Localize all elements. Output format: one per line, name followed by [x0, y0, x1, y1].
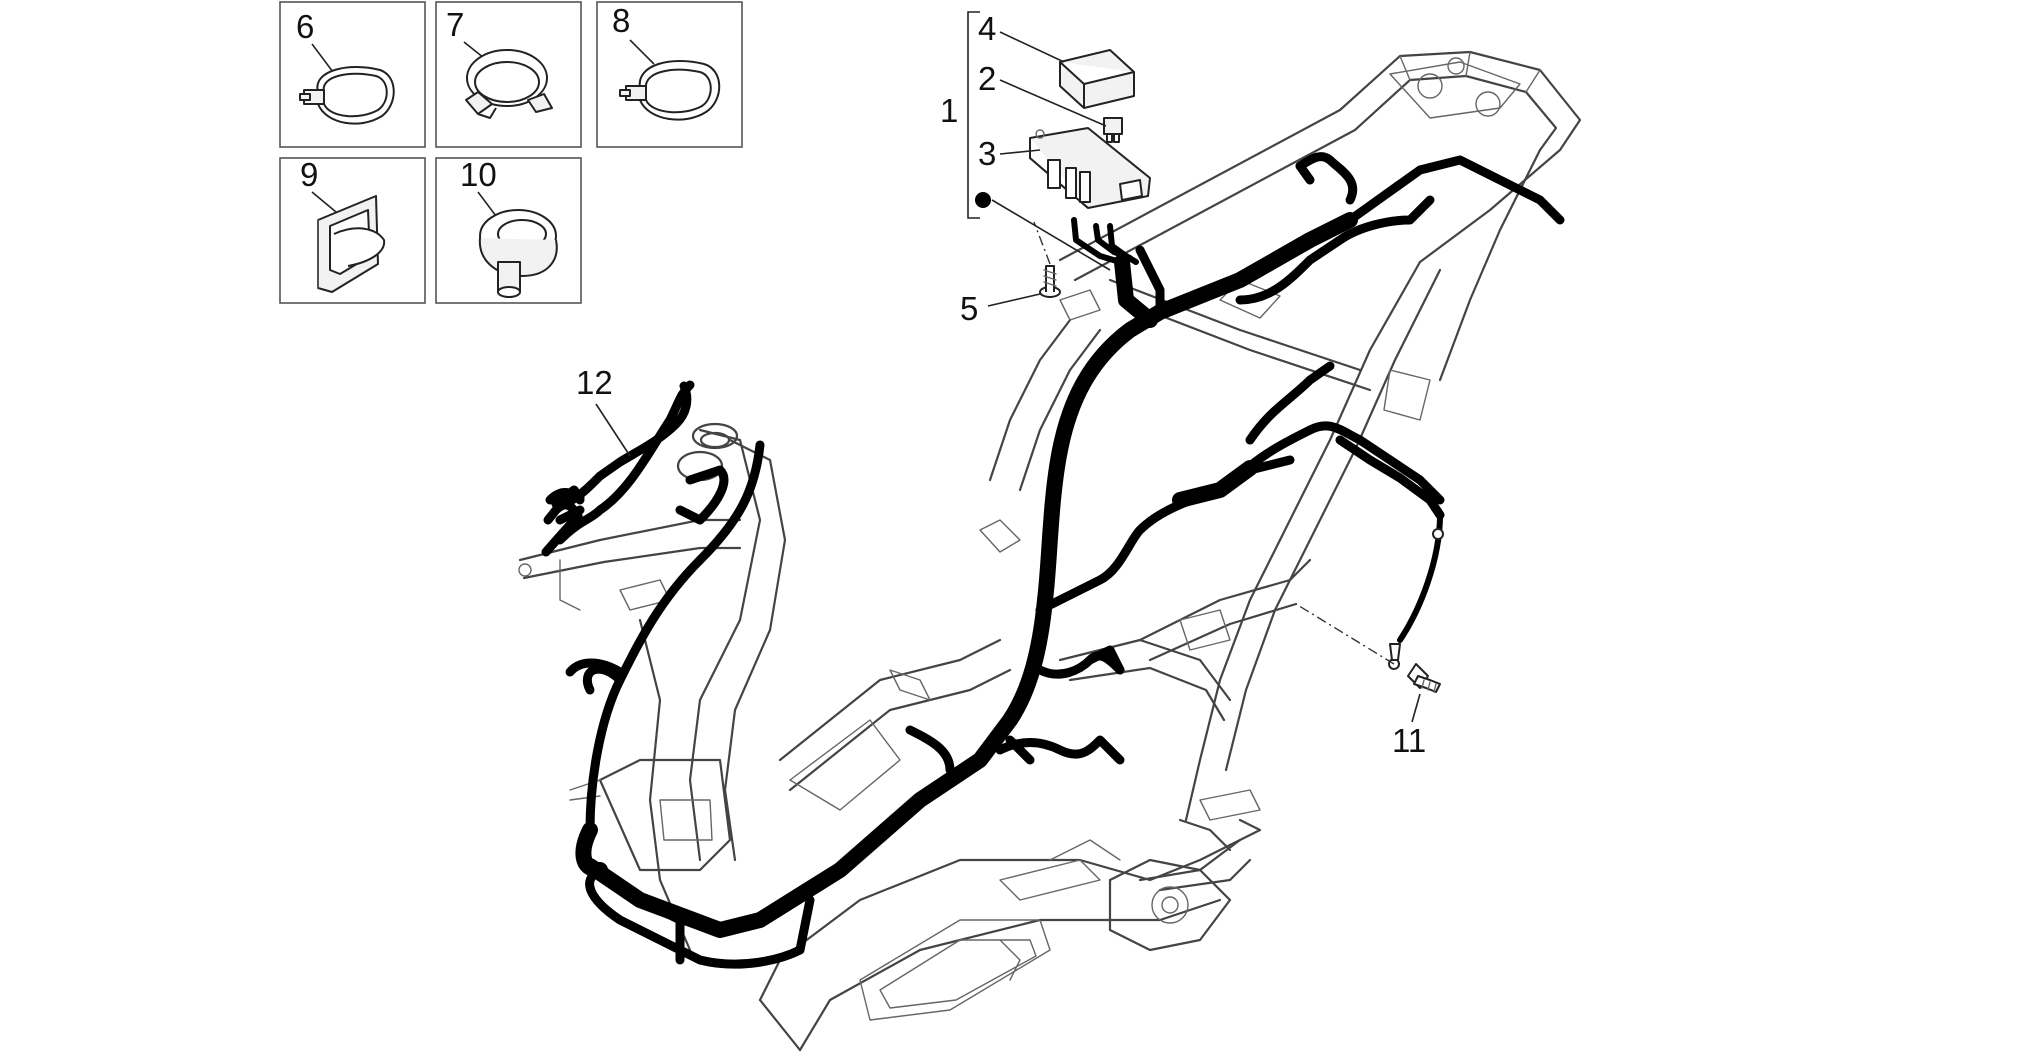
- fuse-icon: [1103, 117, 1123, 143]
- callout-1: 1: [940, 92, 958, 129]
- inset-box-9: 9: [279, 156, 426, 304]
- parts-inset-grid: 6 7 8: [279, 1, 743, 304]
- callout-2: 2: [978, 60, 996, 97]
- fuse-box-base-icon: [1029, 127, 1151, 209]
- callout-5: 5: [960, 290, 978, 327]
- main-wiring-harness: [545, 152, 1565, 969]
- bolt-icon: [1407, 663, 1441, 693]
- screw-icon: [1039, 265, 1061, 298]
- harness-section-12: 12: [541, 364, 692, 557]
- fuse-cover-icon: [1059, 49, 1135, 109]
- bullet-dot-icon: [975, 192, 991, 208]
- fuse-box-assembly: 1 2 3 4 5: [940, 10, 1158, 328]
- callout-8: 8: [612, 2, 630, 39]
- callout-12: 12: [576, 364, 613, 401]
- callout-10: 10: [460, 156, 497, 193]
- ground-cable-assembly: 11: [1295, 435, 1445, 759]
- inset-box-7: 7: [435, 1, 582, 148]
- callout-6: 6: [296, 8, 314, 45]
- cable-tie-icon: [299, 66, 395, 125]
- inset-box-8: 8: [596, 1, 743, 148]
- callout-3: 3: [978, 135, 996, 172]
- callout-7: 7: [446, 6, 464, 43]
- inset-box-6: 6: [279, 1, 426, 148]
- pipe-clamp-icon: [478, 209, 558, 298]
- callout-4: 4: [978, 10, 996, 47]
- hose-clamp-icon: [465, 49, 553, 119]
- callout-11: 11: [1392, 722, 1426, 759]
- cable-tie-icon: [619, 60, 721, 121]
- cable-clip-icon: [317, 195, 386, 293]
- inset-box-10: 10: [435, 156, 582, 304]
- callout-9: 9: [300, 156, 318, 193]
